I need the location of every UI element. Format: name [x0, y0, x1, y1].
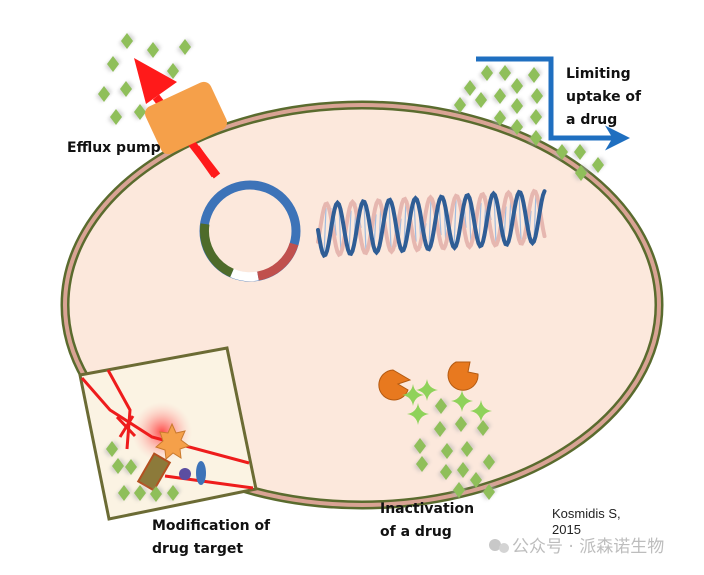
citation: Kosmidis S, 2015 — [552, 506, 624, 537]
plasmid — [199, 180, 301, 282]
dna-strand-blue — [316, 189, 547, 259]
efflux-arrow-tail — [192, 145, 219, 178]
label-efflux-pump: Efflux pump — [67, 140, 161, 156]
target-ellipse — [196, 461, 206, 485]
plasmid-segment-green — [200, 223, 234, 278]
target-line-left — [106, 369, 132, 450]
wechat-icon — [489, 539, 501, 551]
watermark: 公众号 · 派森诺生物 — [489, 537, 664, 557]
citation-line-1: Kosmidis S, — [552, 506, 621, 521]
label-modification: Modification of drug target — [152, 518, 275, 557]
dna-helix — [316, 188, 547, 259]
modified-target — [136, 452, 172, 492]
dna-base-pair — [413, 199, 417, 242]
plasmid-segment-red — [256, 242, 299, 281]
label-inactivation-line-2: of a drug — [380, 524, 452, 540]
enzyme-pacman-1 — [378, 369, 412, 401]
enzyme-pacman-2 — [447, 361, 479, 391]
dna-base-pair — [363, 201, 367, 252]
watermark-text: 公众号 · 派森诺生物 — [512, 537, 664, 557]
cell-membrane-inner — [63, 103, 661, 507]
dna-base-pair — [348, 210, 352, 253]
efflux-pump — [145, 81, 227, 155]
dna-base-pair — [323, 208, 327, 256]
uptake-blocked-arrow — [476, 56, 630, 151]
inactivation-group — [378, 361, 497, 500]
dna-base-pair — [453, 200, 457, 248]
dna-base-pair — [478, 202, 482, 245]
target-bead — [179, 468, 191, 480]
label-inactivation-line-1: Inactivation — [380, 501, 474, 517]
label-inactivation: Inactivation of a drug — [380, 501, 479, 540]
dna-base-pair — [388, 199, 392, 248]
label-modification-line-1: Modification of — [152, 518, 271, 534]
label-limiting-uptake-line-2: uptake of — [566, 89, 642, 105]
drug-star — [155, 422, 191, 460]
dna-base-pair — [493, 193, 497, 244]
dna-strand-pink — [316, 188, 547, 258]
target-modification-box — [78, 346, 258, 521]
efflux-arrow-head — [134, 58, 177, 104]
target-line-upper — [80, 377, 250, 465]
dna-base-pair — [518, 192, 522, 240]
dna-base-pair — [428, 198, 432, 250]
plasmid-segment-white — [230, 268, 259, 282]
citation-line-2: 2015 — [552, 522, 581, 537]
label-limiting-uptake-line-1: Limiting — [566, 66, 631, 82]
label-limiting-uptake: Limiting uptake of a drug — [566, 66, 646, 128]
label-modification-line-2: drug target — [152, 541, 243, 557]
target-line-lower — [164, 474, 254, 490]
efflux-pump-group — [134, 58, 227, 179]
cross-mark-2 — [118, 415, 135, 438]
label-limiting-uptake-line-3: a drug — [566, 112, 617, 128]
